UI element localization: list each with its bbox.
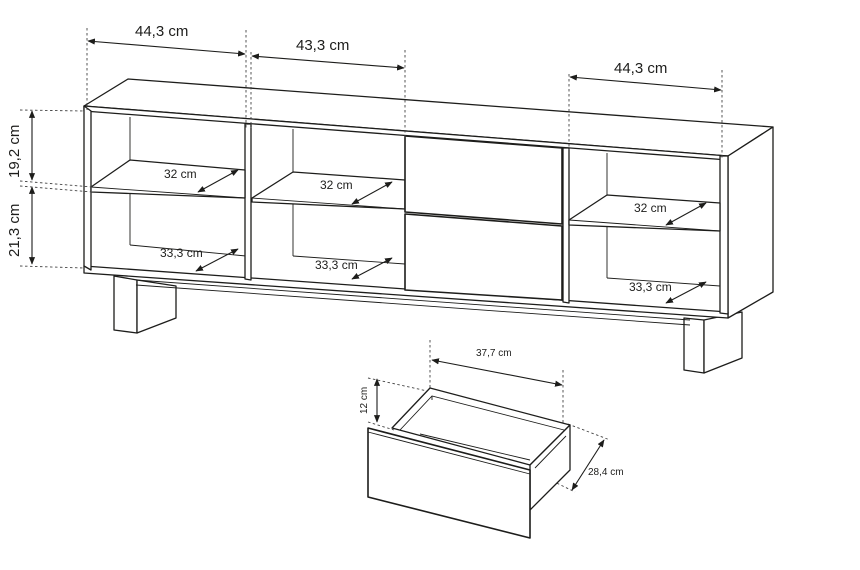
label-drawer-depth: 28,4 cm [588,467,624,478]
divider-3 [719,155,729,315]
label-shelf-depth-3: 32 cm [634,201,667,215]
left-leg [113,275,177,334]
right-side-panel [727,126,774,319]
label-height-lower: 21,3 cm [6,204,23,257]
label-top-width-middle: 43,3 cm [296,37,349,54]
drawer-front-upper [404,135,563,225]
label-drawer-width: 37,7 cm [476,348,512,359]
drawer-front-lower [404,213,563,301]
label-drawer-height: 12 cm [359,387,370,414]
label-top-width-right: 44,3 cm [614,60,667,77]
dimension-arrows [28,38,722,491]
dimension-labels: 44,3 cm 43,3 cm 44,3 cm 19,2 cm 21,3 cm … [6,23,672,478]
cabinet [83,78,774,374]
label-bottom-depth-2: 33,3 cm [315,258,358,272]
label-shelf-depth-2: 32 cm [320,178,353,192]
divider-2 [562,147,570,304]
label-bottom-depth-1: 33,3 cm [160,246,203,260]
right-leg [683,311,743,374]
drawer-front [367,427,531,539]
divider-1 [244,123,252,281]
label-height-upper: 19,2 cm [6,125,23,178]
label-shelf-depth-1: 32 cm [164,167,197,181]
label-top-width-left: 44,3 cm [135,23,188,40]
left-side-panel [83,105,92,271]
drawer-detail [367,387,571,539]
label-bottom-depth-3: 33,3 cm [629,280,672,294]
